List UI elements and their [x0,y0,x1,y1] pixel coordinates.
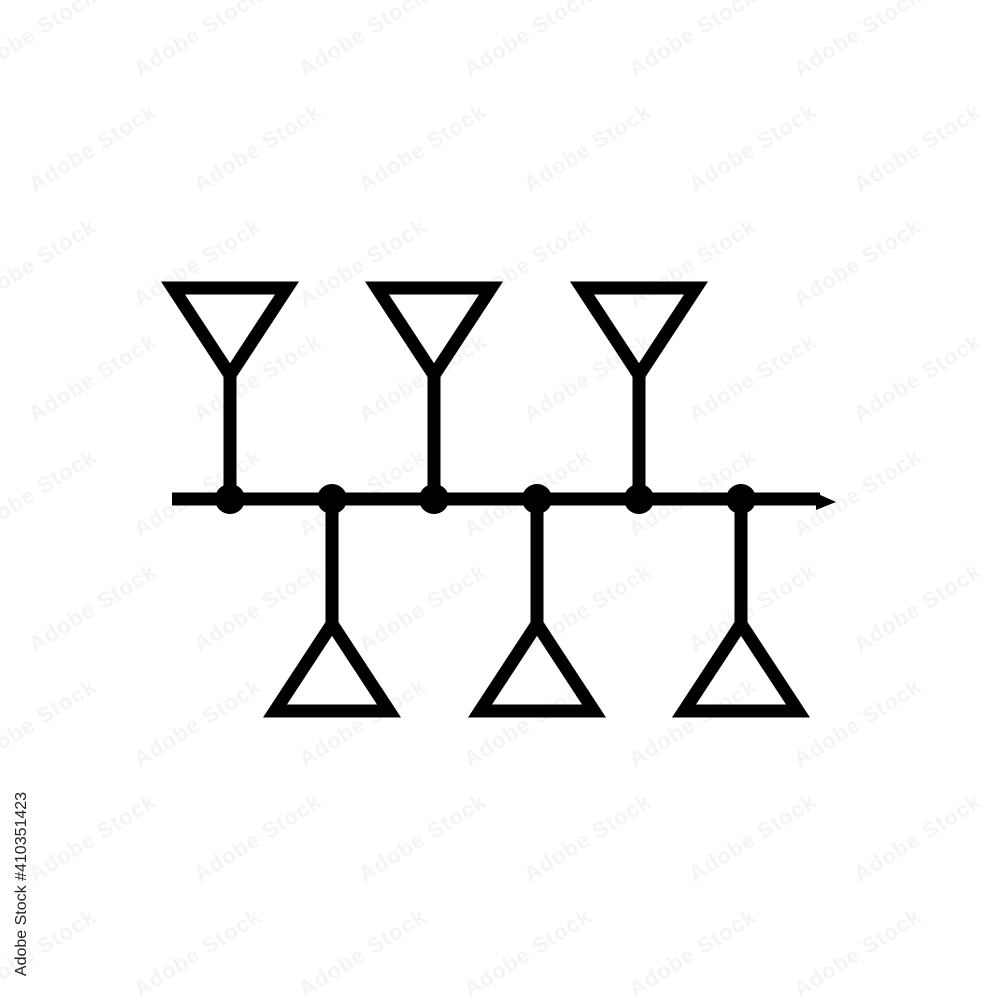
node-dot [726,484,756,514]
antenna-down-triangle-icon [569,281,709,387]
stock-id-label: Adobe Stock #410351423 [13,792,31,976]
stock-id-number: #410351423 [13,791,30,881]
antenna-down-triangle-icon [160,281,300,387]
node-dot [624,484,654,514]
antenna-up-triangle-icon [262,612,402,718]
antenna-down-triangle-icon [364,281,504,387]
antenna-up-triangle-icon [671,612,811,718]
arrow-head-icon [816,493,836,510]
node-dot [419,484,449,514]
watermark-text: Adobe Stock [13,885,30,977]
node-dot [317,484,347,514]
antenna-up-triangle-icon [467,612,607,718]
node-dot [215,484,245,514]
node-dot [522,484,552,514]
